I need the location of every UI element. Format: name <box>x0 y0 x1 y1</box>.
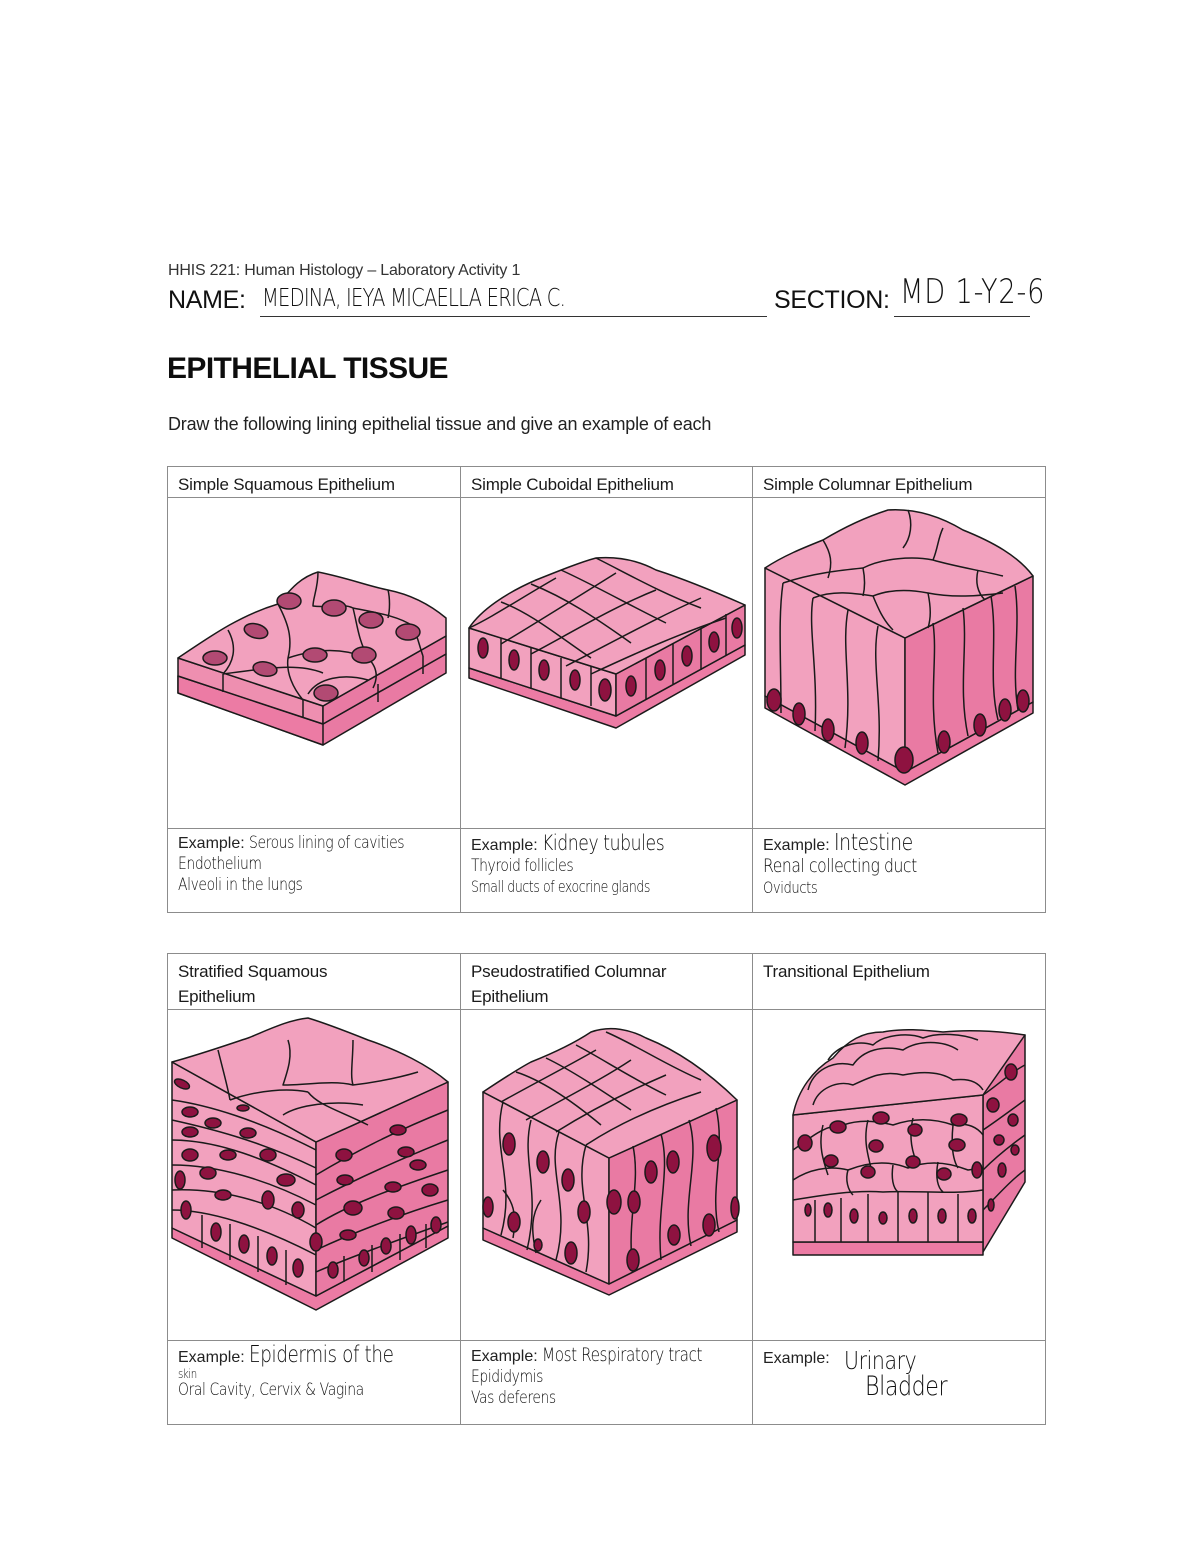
instructions: Draw the following lining epithelial tis… <box>168 414 712 434</box>
section-label: SECTION: <box>774 286 890 314</box>
heading-line: Transitional Epithelium <box>763 962 930 981</box>
simple-cuboidal-epithelium-drawing <box>468 556 746 729</box>
drawing-cell-pseudostratified-columnar[interactable] <box>460 1009 753 1341</box>
example-answer: Epidermis of the <box>249 1342 394 1368</box>
example-answer: Endothelium <box>178 854 262 874</box>
heading-simple-cuboidal: Simple Cuboidal Epithelium <box>460 466 753 498</box>
course-title: HHIS 221: Human Histology – Laboratory A… <box>168 262 521 279</box>
example-cell-simple-squamous[interactable]: Example: Serous lining of cavities Endot… <box>167 828 461 913</box>
pseudostratified-columnar-epithelium-drawing <box>482 1027 740 1296</box>
example-answer: Epididymis <box>471 1367 543 1387</box>
heading-line: Epithelium <box>471 987 549 1006</box>
example-answer: Renal collecting duct <box>763 855 917 877</box>
drawing-cell-transitional[interactable] <box>752 1009 1046 1341</box>
example-answer: Kidney tubules <box>542 831 665 855</box>
heading-line: Epithelium <box>178 987 256 1006</box>
epithelium-table-1: Simple Squamous Epithelium Simple Cuboid… <box>167 466 1046 913</box>
name-underline <box>260 316 767 317</box>
example-cell-stratified-squamous[interactable]: Example: Epidermis of the skin Oral Cavi… <box>167 1340 461 1425</box>
example-cell-simple-cuboidal[interactable]: Example: Kidney tubules Thyroid follicle… <box>460 828 753 913</box>
example-answer: Urinary <box>844 1346 917 1375</box>
heading-simple-columnar: Simple Columnar Epithelium <box>752 466 1046 498</box>
simple-squamous-epithelium-drawing <box>177 571 447 746</box>
stratified-squamous-epithelium-drawing <box>171 1017 449 1311</box>
transitional-epithelium-drawing <box>792 1028 1026 1256</box>
name-label: NAME: <box>168 286 246 314</box>
section-field[interactable]: MD 1-Y2-6 <box>900 272 1046 312</box>
example-label: Example: <box>471 1348 538 1365</box>
heading-transitional: Transitional Epithelium <box>752 953 1046 1010</box>
example-answer: Intestine <box>834 830 914 856</box>
example-cell-pseudostratified-columnar[interactable]: Example: Most Respiratory tract Epididym… <box>460 1340 753 1425</box>
example-answer: Alveoli in the lungs <box>178 875 303 895</box>
drawing-cell-stratified-squamous[interactable] <box>167 1009 461 1341</box>
drawing-cell-simple-cuboidal[interactable] <box>460 497 753 829</box>
heading-stratified-squamous: Stratified Squamous Epithelium <box>167 953 461 1010</box>
example-cell-simple-columnar[interactable]: Example: Intestine Renal collecting duct… <box>752 828 1046 913</box>
example-answer: Oviducts <box>763 878 818 897</box>
heading-simple-squamous: Simple Squamous Epithelium <box>167 466 461 498</box>
example-answer: Serous lining of cavities <box>249 833 405 853</box>
example-answer: Bladder <box>865 1371 948 1402</box>
name-field[interactable]: MEDINA, IEYA MICAELLA ERICA C. <box>262 283 566 312</box>
example-answer: Thyroid follicles <box>471 856 574 876</box>
simple-columnar-epithelium-drawing <box>764 509 1034 786</box>
example-label: Example: <box>763 837 830 854</box>
heading-pseudostratified-columnar: Pseudostratified Columnar Epithelium <box>460 953 753 1010</box>
example-answer: Vas deferens <box>471 1388 556 1408</box>
example-answer: skin <box>178 1367 197 1381</box>
example-cell-transitional[interactable]: Example: Urinary Bladder <box>752 1340 1046 1425</box>
page-title: EPITHELIAL TISSUE <box>167 352 449 385</box>
section-underline <box>894 316 1030 317</box>
example-label: Example: <box>471 837 538 854</box>
drawing-cell-simple-columnar[interactable] <box>752 497 1046 829</box>
example-label: Example: <box>178 1349 245 1366</box>
example-answer: Most Respiratory tract <box>542 1344 703 1366</box>
epithelium-table-2: Stratified Squamous Epithelium Pseudostr… <box>167 953 1046 1425</box>
example-label: Example: <box>763 1350 830 1367</box>
example-label: Example: <box>178 835 245 852</box>
example-answer: Small ducts of exocrine glands <box>471 877 651 896</box>
heading-line: Stratified Squamous <box>178 962 328 981</box>
drawing-cell-simple-squamous[interactable] <box>167 497 461 829</box>
example-answer: Oral Cavity, Cervix & Vagina <box>178 1380 364 1400</box>
heading-line: Pseudostratified Columnar <box>471 962 667 981</box>
